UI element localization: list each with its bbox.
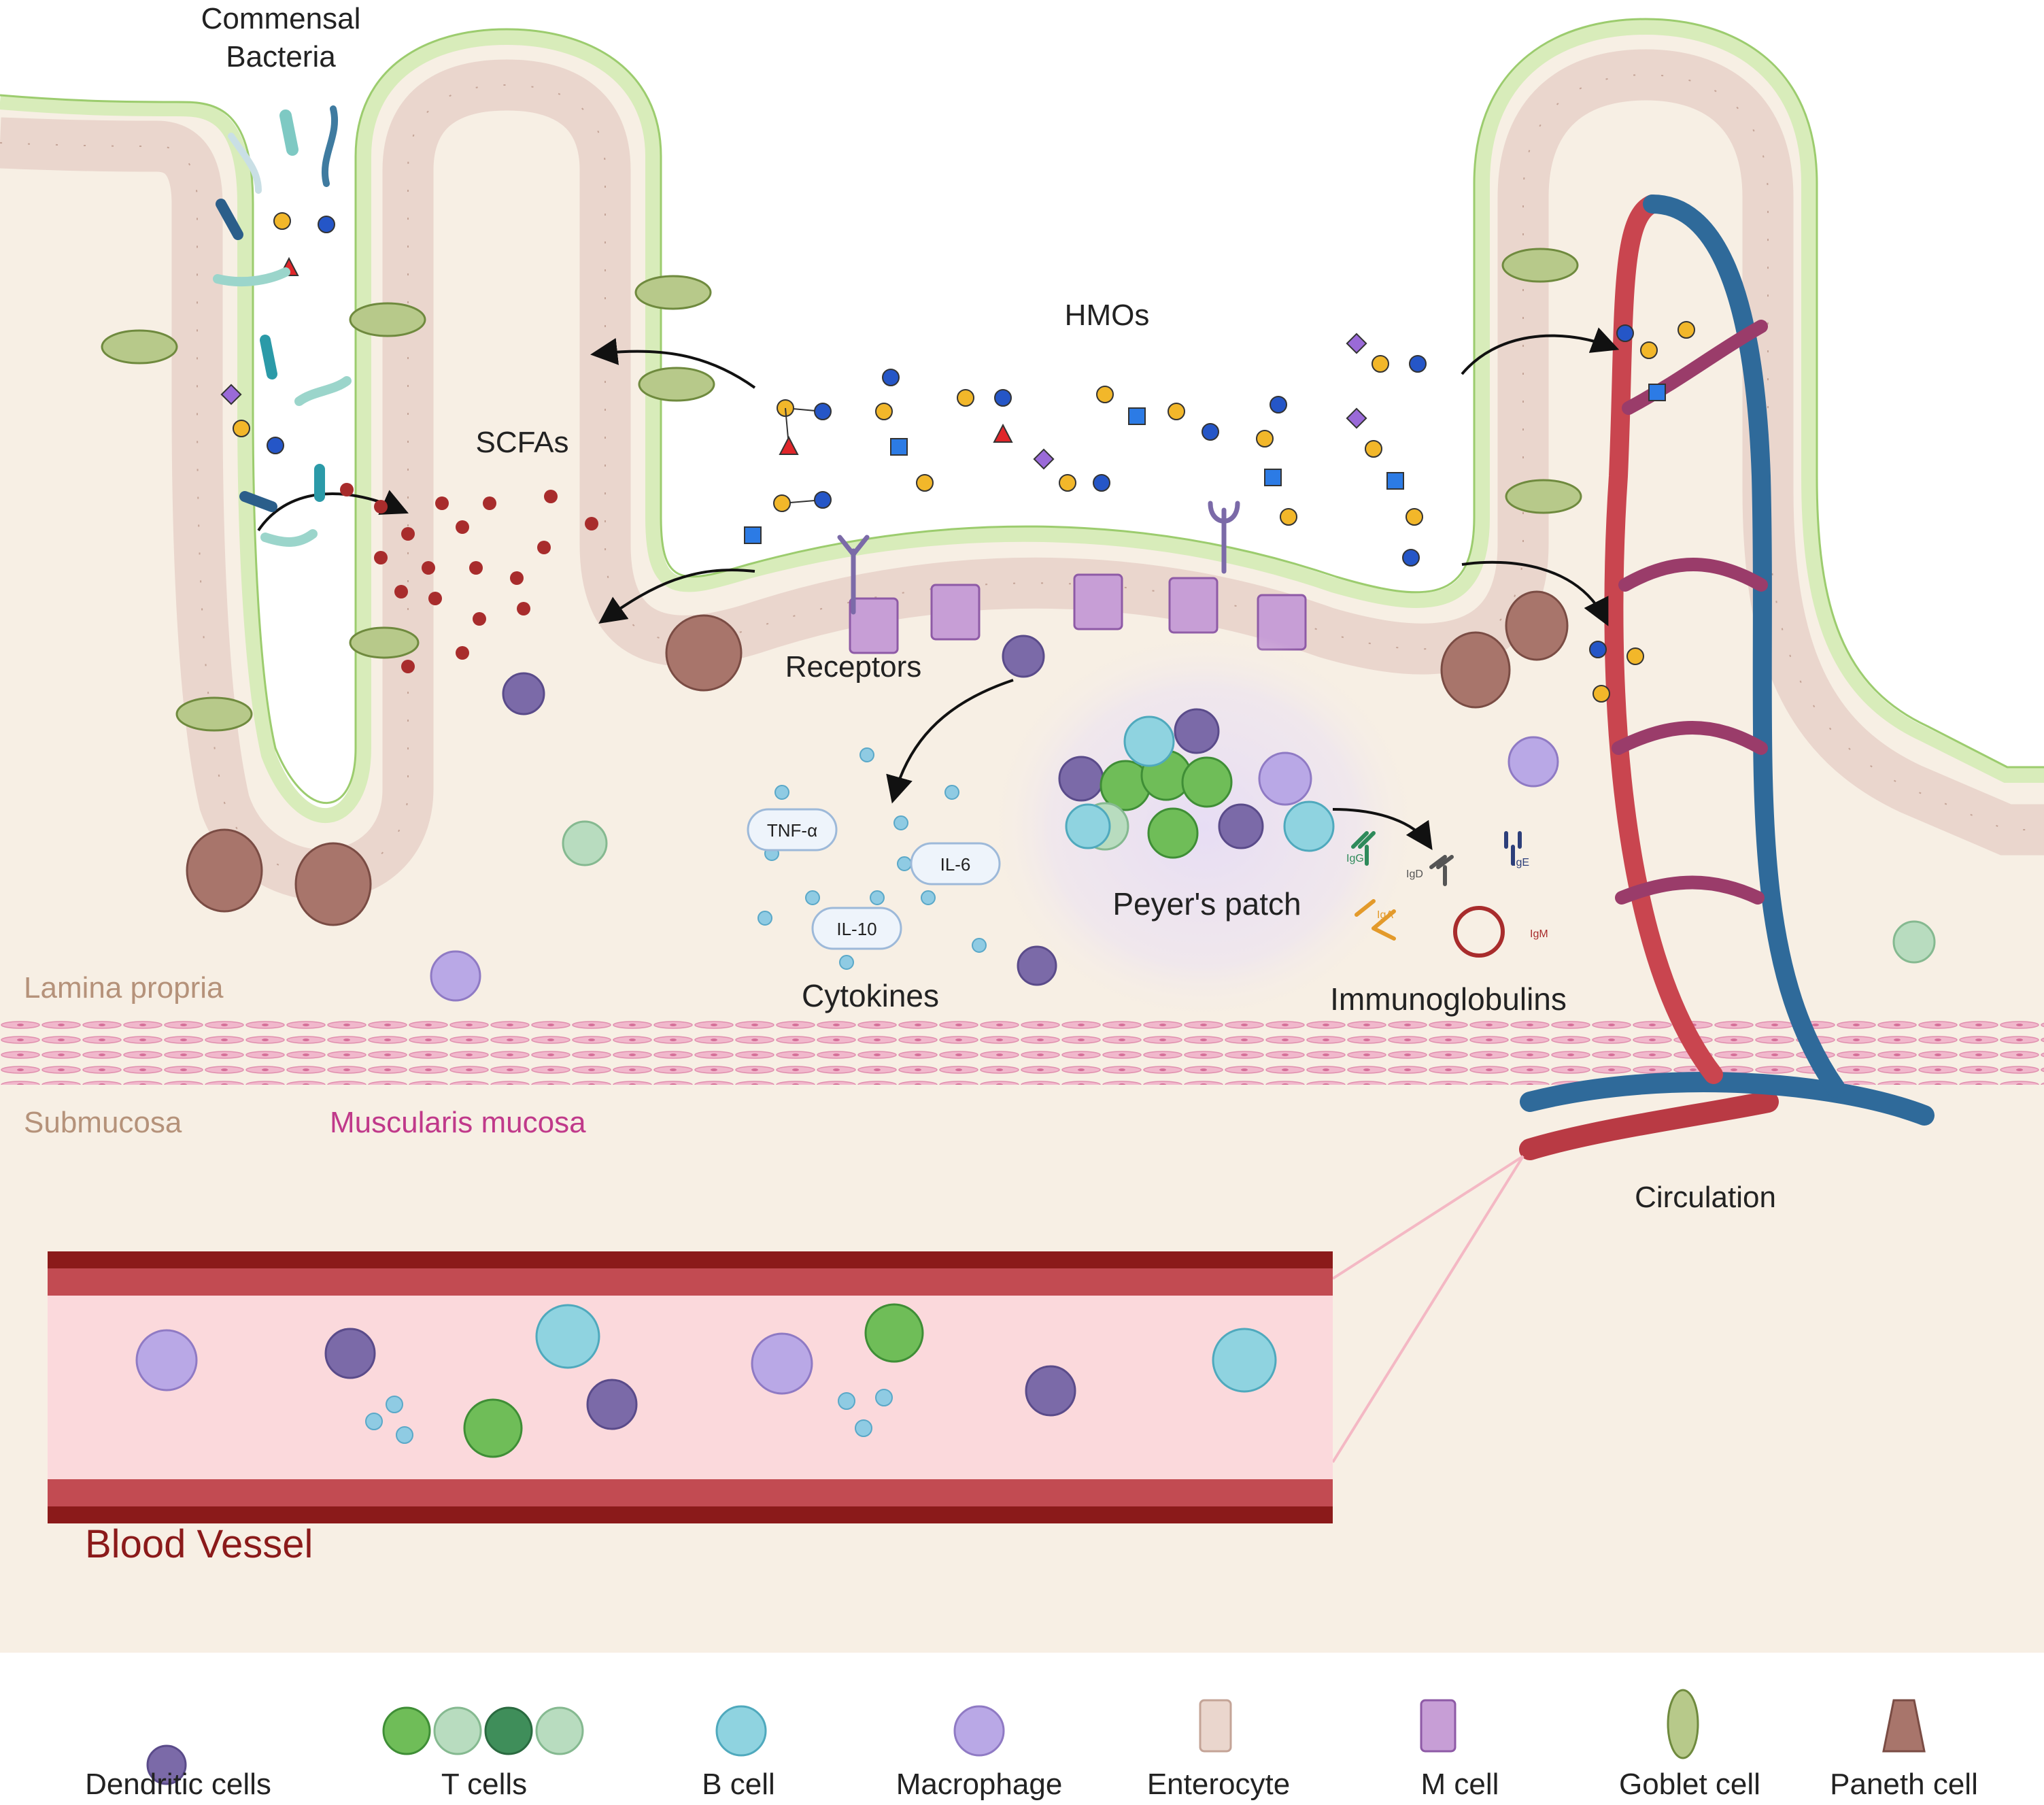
label-peyers-patch: Peyer's patch (1112, 886, 1301, 922)
legend-label-enterocyte: Enterocyte (1147, 1768, 1290, 1801)
legend-label-macrophage: Macrophage (896, 1768, 1063, 1801)
label-submucosa: Submucosa (24, 1106, 182, 1139)
hmo-glycans (220, 212, 1695, 703)
legend-icons (1199, 1689, 1926, 1759)
legend-goblet-icon (1667, 1689, 1699, 1759)
label-cytokines: Cytokines (802, 978, 939, 1013)
intestinal-lumen (0, 0, 2044, 816)
label-lamina-propria: Lamina propria (24, 971, 224, 1005)
label-tnf: TNF-α (767, 820, 817, 841)
cytokine-pills (747, 808, 1001, 950)
peyers-patch-area (986, 629, 1421, 1024)
zoom-lines (1331, 1155, 1525, 1464)
legend-m-cell-icon (1420, 1699, 1457, 1753)
legend-label-goblet: Goblet cell (1619, 1768, 1760, 1801)
immunoglobulins (1351, 831, 1522, 958)
legend-label-dendritic: Dendritic cells (85, 1768, 271, 1801)
label-receptors: Receptors (785, 650, 922, 684)
legend-label-paneth: Paneth cell (1830, 1768, 1978, 1801)
b-cells (535, 715, 1335, 1757)
label-hmos: HMOs (1065, 299, 1150, 332)
label-il10: IL-10 (836, 919, 876, 939)
label-igg: IgG (1346, 853, 1364, 864)
dendritic-cells (146, 635, 1264, 1785)
label-scfas: SCFAs (476, 426, 569, 459)
goblet-cells (101, 248, 1582, 732)
legend-label-b-cell: B cell (702, 1768, 775, 1801)
scfa-particles (340, 483, 598, 673)
label-iga: IgA (1377, 909, 1393, 921)
mucus-layer (0, 19, 2044, 824)
label-il6: IL-6 (940, 854, 971, 875)
legend-paneth-icon (1882, 1699, 1926, 1753)
label-ige: IgE (1513, 857, 1529, 868)
label-commensal-1: Commensal (201, 2, 361, 35)
legend-label-t-cells: T cells (441, 1768, 527, 1801)
label-muscularis-mucosa: Muscularis mucosa (330, 1106, 586, 1139)
label-immunoglobulins: Immunoglobulins (1330, 981, 1567, 1017)
commensal-bacteria (213, 105, 352, 547)
label-igm: IgM (1530, 928, 1548, 940)
label-igd: IgD (1406, 868, 1423, 880)
label-circulation: Circulation (1635, 1181, 1776, 1214)
label-commensal-2: Bacteria (226, 40, 336, 73)
legend-background (0, 1653, 2044, 1805)
macrophages (135, 736, 1559, 1757)
blood-vessel-enlarged (48, 1251, 1333, 1523)
mucus-edge (0, 18, 2044, 805)
cytokine-particles (365, 747, 987, 1444)
label-blood-vessel: Blood Vessel (85, 1522, 313, 1566)
receptors (837, 501, 1240, 615)
legend-enterocyte-icon (1199, 1699, 1232, 1753)
legend-label-m-cell: M cell (1421, 1768, 1499, 1801)
circulation-vessels (1519, 195, 1935, 1160)
paneth-cells (186, 590, 1569, 926)
